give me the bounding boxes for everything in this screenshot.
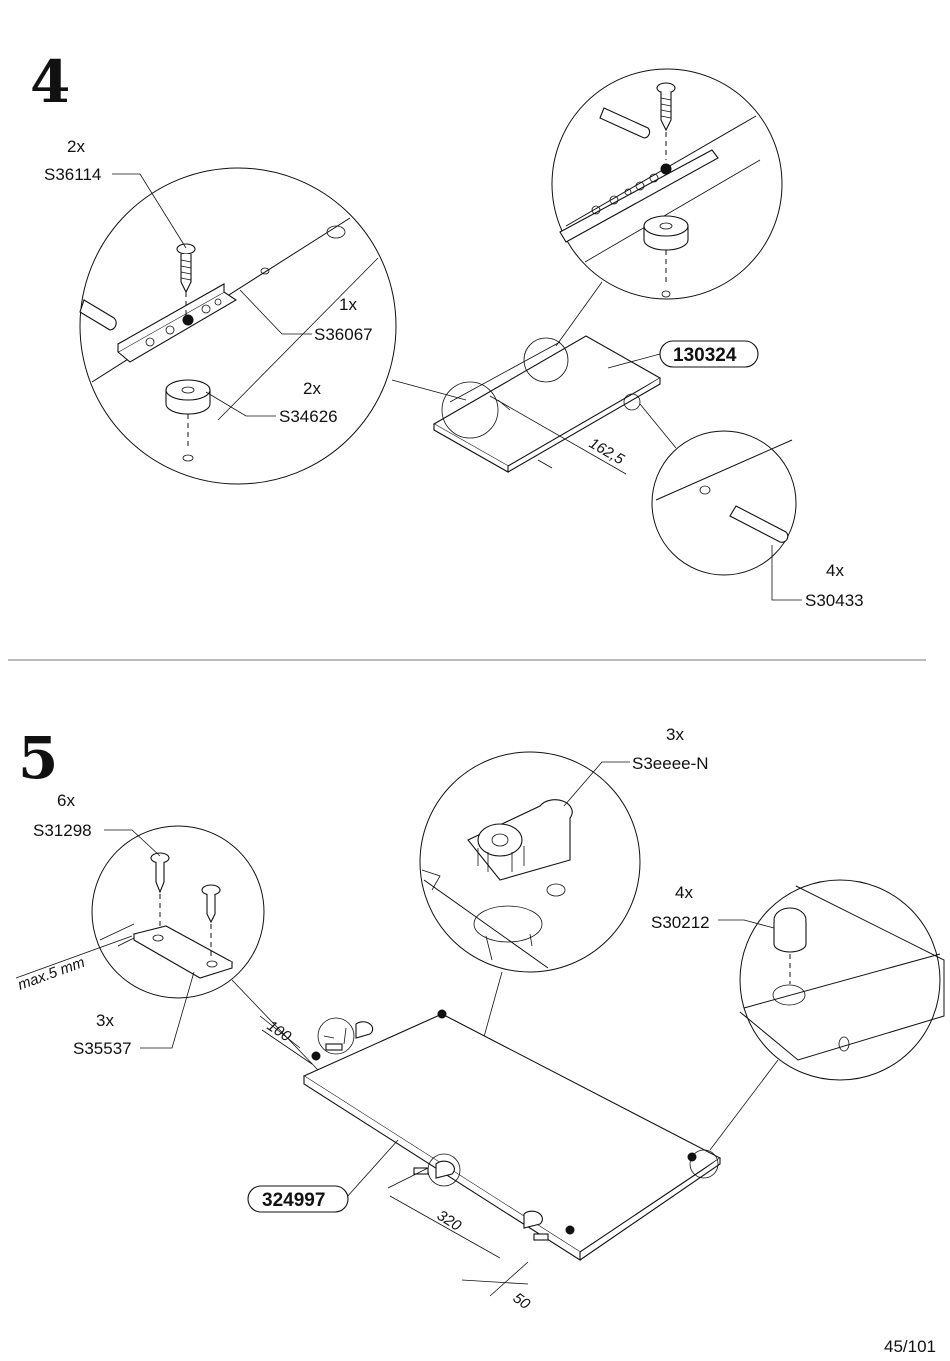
step4-dowel-circle (639, 403, 797, 576)
spacer-icon (165, 379, 211, 415)
cam-qty: 3x (666, 725, 684, 744)
dim-max: max.5 mm (16, 954, 88, 994)
panel-324997-leader (345, 1139, 399, 1199)
rail-leader (239, 289, 312, 335)
dim-50: 50 (510, 1289, 534, 1313)
panel-130324-drawing (432, 335, 662, 473)
screw-icon (150, 852, 170, 894)
connector-bolt-icon (773, 907, 807, 953)
screw-code: S36114 (44, 165, 101, 184)
page-number: 45/101 (884, 1337, 936, 1356)
step4-detail-circle-left (79, 167, 397, 485)
dim-162-line (489, 395, 627, 475)
screw5-qty: 6x (57, 791, 75, 810)
screw-leader (112, 173, 187, 249)
plate-code: S35537 (73, 1039, 132, 1058)
step5-detail-circle-plate (91, 825, 265, 999)
cam-leader (563, 761, 630, 807)
rail-code: S36067 (314, 325, 373, 344)
screw-qty: 2x (67, 137, 85, 156)
dowel-icon (599, 107, 651, 139)
bolt-connector (709, 1059, 779, 1151)
panel-130324-badge (659, 340, 759, 368)
screw5-code: S31298 (33, 821, 92, 840)
spacer-qty: 2x (303, 379, 321, 398)
screw-icon (176, 243, 196, 294)
spacer-leader (205, 391, 276, 417)
step-5-number: 5 (18, 724, 58, 792)
panel-324997-drawing (302, 1009, 722, 1262)
bolt-code: S30212 (651, 913, 710, 932)
screw5-leader (104, 829, 161, 857)
panel-130324-leader (607, 353, 661, 369)
cam-lock-icon (467, 799, 573, 881)
detail-connector-right (555, 281, 603, 347)
plate-leader (140, 971, 195, 1049)
panel-324997-badge (247, 1185, 349, 1213)
spacer-code: S34626 (279, 407, 338, 426)
spacer-icon (643, 215, 689, 251)
dowel-icon (79, 299, 117, 331)
step4-detail-circle-right (551, 68, 783, 300)
step5-detail-circle-cam (419, 751, 641, 973)
bolt-qty: 4x (675, 883, 693, 902)
screw-icon (201, 884, 221, 924)
step5-detail-circle-bolt (739, 879, 945, 1081)
plate-connector (231, 979, 319, 1071)
dowel-code: S30433 (805, 591, 864, 610)
rail-qty: 1x (339, 295, 357, 314)
drawer-rail-icon (117, 283, 238, 363)
panel-130324-label: 130324 (673, 345, 737, 366)
detail-connector-left (391, 379, 467, 401)
drawer-rail-icon (559, 149, 719, 243)
cam-code: S3eeee-N (632, 754, 709, 773)
panel-324997-label: 324997 (262, 1190, 325, 1211)
dowel-qty: 4x (826, 561, 844, 580)
bolt-leader (718, 919, 775, 929)
dim-100: 100 (264, 1017, 295, 1045)
step-4-number: 4 (30, 48, 70, 116)
dowel-leader (771, 545, 802, 601)
dowel-icon (729, 505, 789, 543)
dim-162: 162,5 (586, 435, 628, 469)
dim-320: 320 (434, 1207, 465, 1235)
screw-icon (656, 82, 676, 132)
plate-qty: 3x (96, 1011, 114, 1030)
